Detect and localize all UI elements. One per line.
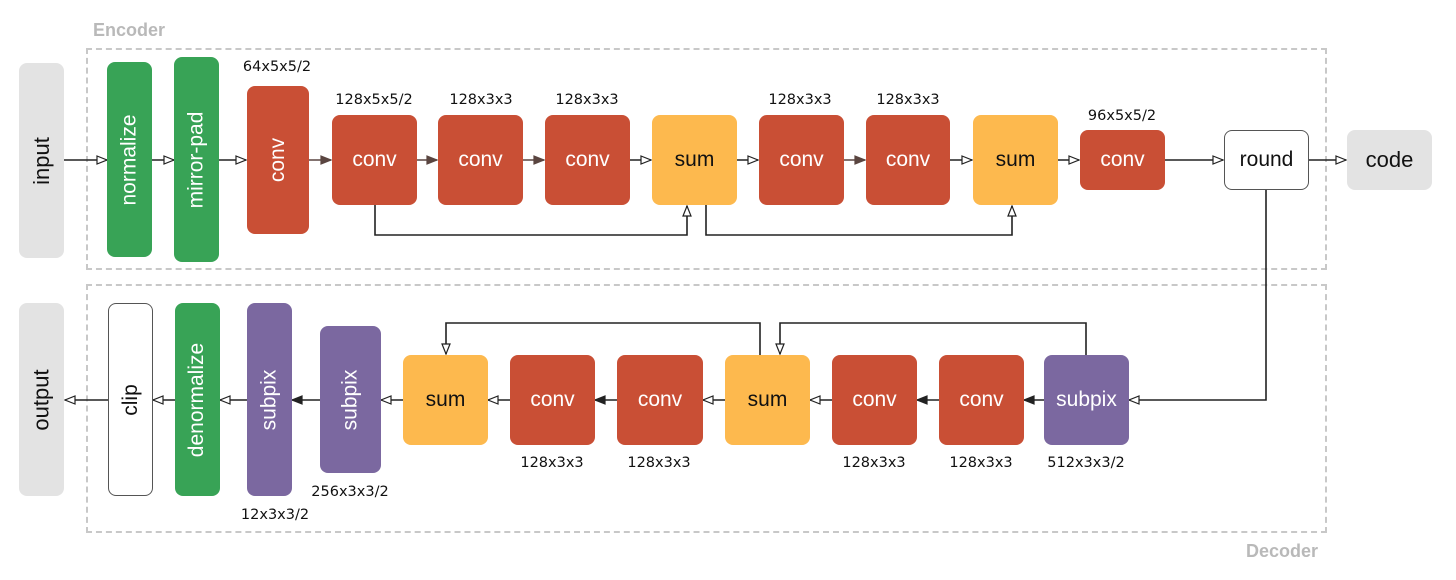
encoder-conv-4-label: conv	[565, 148, 610, 171]
decoder-sum-1-label: sum	[747, 388, 788, 411]
output-node: output	[19, 303, 64, 496]
decoder-subpix-2-label: subpix	[338, 369, 362, 430]
encoder-conv-1-spec: 64x5x5/2	[242, 59, 312, 75]
decoder-subpix-1: subpix	[1044, 355, 1129, 445]
decoder-conv-3: conv	[617, 355, 703, 445]
skip-sum1-sum2	[446, 322, 761, 355]
arrow-round-subpix1	[1129, 190, 1267, 400]
skip-sum1-sum2	[705, 205, 1012, 236]
decoder-conv-3-label: conv	[637, 388, 683, 411]
decoder-conv-4: conv	[510, 355, 595, 445]
denormalize-block: denormalize	[175, 303, 220, 496]
encoder-sum-1: sum	[652, 115, 737, 205]
encoder-conv-6: conv	[866, 115, 950, 205]
encoder-conv-7-label: conv	[1100, 148, 1145, 171]
decoder-subpix-2: subpix	[320, 326, 381, 473]
denormalize-label: denormalize	[185, 342, 209, 457]
mirror-pad-block: mirror-pad	[174, 57, 219, 262]
decoder-conv-3-spec: 128x3x3	[627, 455, 691, 471]
encoder-conv-2-label: conv	[352, 148, 397, 171]
input-node: input	[19, 63, 64, 258]
decoder-conv-2-spec: 128x3x3	[842, 455, 906, 471]
normalize-block: normalize	[107, 62, 152, 257]
encoder-conv-3: conv	[438, 115, 523, 205]
decoder-subpix-3-spec: 12x3x3/2	[240, 507, 310, 523]
decoder-subpix-3-label: subpix	[257, 369, 281, 430]
decoder-subpix-3: subpix	[247, 303, 292, 496]
decoder-subpix-2-spec: 256x3x3/2	[311, 484, 389, 500]
skip-conv2-sum1	[374, 205, 687, 236]
encoder-conv-6-label: conv	[885, 148, 931, 171]
encoder-conv-7: conv	[1080, 130, 1165, 190]
clip-label: clip	[118, 383, 142, 416]
encoder-sum-2: sum	[973, 115, 1058, 205]
round-label: round	[1239, 148, 1294, 171]
round-block: round	[1224, 130, 1309, 190]
decoder-conv-1-label: conv	[959, 388, 1004, 411]
decoder-label: Decoder	[1246, 541, 1319, 561]
output-label: output	[28, 368, 54, 431]
encoder-conv-3-spec: 128x3x3	[449, 92, 513, 108]
encoder-conv-5: conv	[759, 115, 844, 205]
code-label: code	[1365, 147, 1414, 172]
encoder-conv-5-label: conv	[779, 148, 824, 171]
mirror-pad-label: mirror-pad	[184, 111, 208, 208]
encoder-conv-4: conv	[545, 115, 630, 205]
decoder-sum-2-label: sum	[425, 388, 466, 411]
decoder-sum-1: sum	[725, 355, 810, 445]
encoder-conv-1: conv	[247, 86, 309, 234]
encoder-sum-1-label: sum	[674, 148, 715, 171]
input-label: input	[28, 136, 54, 185]
decoder-conv-1: conv	[939, 355, 1024, 445]
encoder-conv-3-label: conv	[458, 148, 503, 171]
encoder-conv-2: conv	[332, 115, 417, 205]
encoder-label: Encoder	[93, 20, 166, 40]
decoder-conv-2-label: conv	[852, 388, 897, 411]
normalize-label: normalize	[117, 113, 141, 206]
decoder-conv-1-spec: 128x3x3	[949, 455, 1013, 471]
skip-subpix1-sum1	[780, 322, 1087, 355]
encoder-sum-2-label: sum	[995, 148, 1036, 171]
clip-block: clip	[108, 303, 153, 496]
encoder-conv-1-label: conv	[265, 137, 289, 183]
decoder-sum-2: sum	[403, 355, 488, 445]
encoder-conv-5-spec: 128x3x3	[768, 92, 832, 108]
encoder-conv-6-spec: 128x3x3	[876, 92, 940, 108]
encoder-conv-2-spec: 128x5x5/2	[335, 92, 413, 108]
encoder-frame	[86, 48, 1327, 270]
encoder-conv-7-spec: 96x5x5/2	[1087, 108, 1157, 124]
decoder-conv-4-spec: 128x3x3	[520, 455, 584, 471]
code-node: code	[1347, 130, 1432, 190]
decoder-conv-4-label: conv	[530, 388, 575, 411]
decoder-frame	[86, 284, 1327, 533]
encoder-conv-4-spec: 128x3x3	[555, 92, 619, 108]
decoder-subpix-1-spec: 512x3x3/2	[1047, 455, 1125, 471]
decoder-subpix-1-label: subpix	[1056, 388, 1117, 411]
decoder-conv-2: conv	[832, 355, 917, 445]
